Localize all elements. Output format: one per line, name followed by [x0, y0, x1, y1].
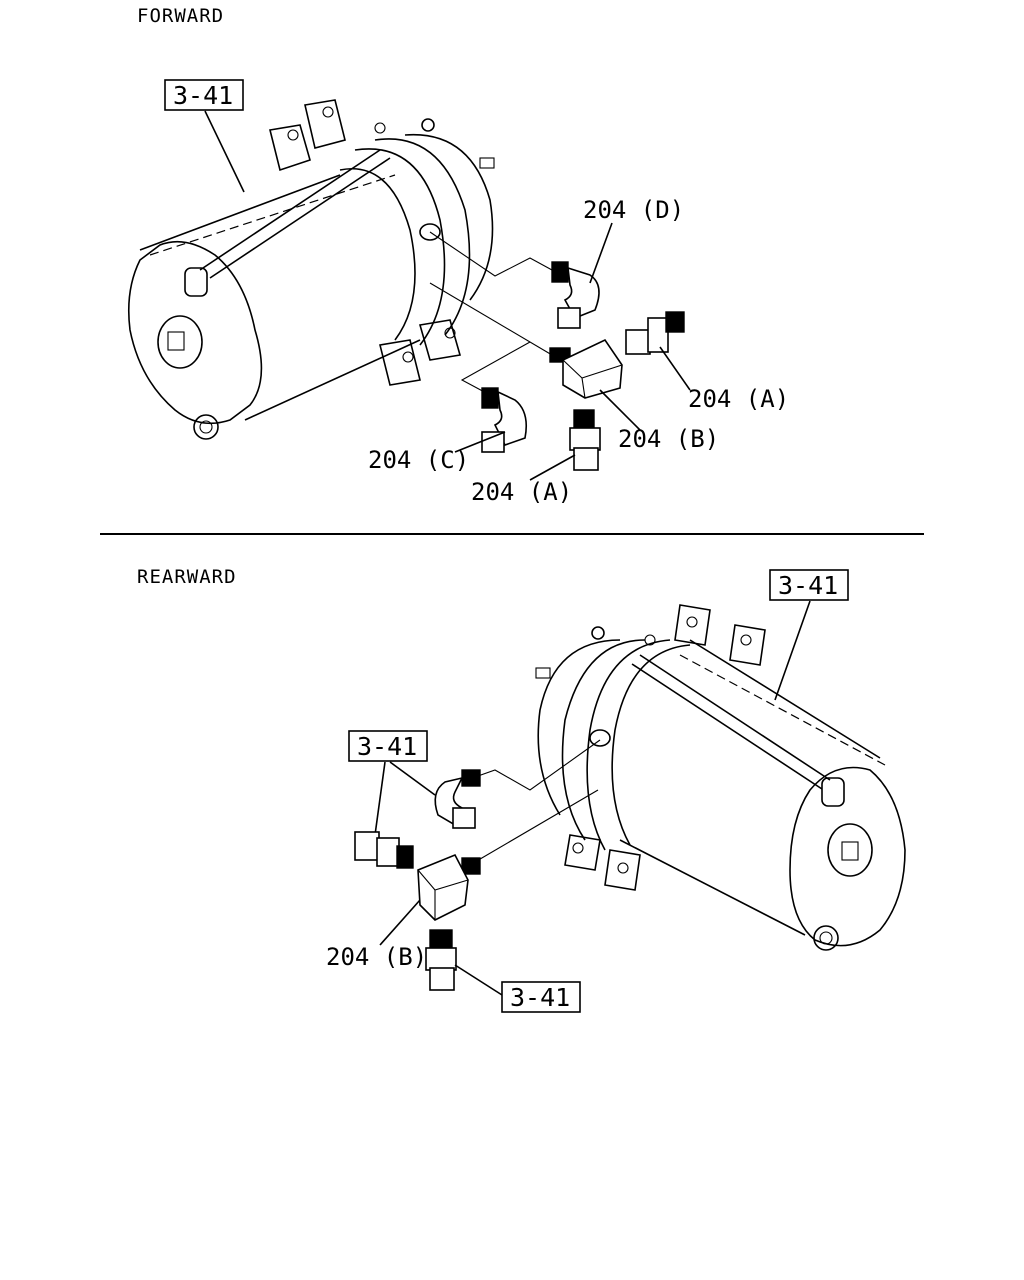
forward-ref-label: 3-41	[173, 81, 233, 110]
forward-label-204a-right: 204 (A)	[688, 385, 789, 413]
forward-fitting-204a-bottom[interactable]	[569, 409, 601, 471]
rearward-ref-box-bottom[interactable]: 3-41	[501, 981, 581, 1013]
rearward-ref-left-label: 3-41	[357, 732, 417, 761]
forward-label-204b: 204 (B)	[618, 425, 719, 453]
rearward-fitting-straight-bottom[interactable]	[425, 929, 457, 991]
forward-ref-box[interactable]: 3-41	[164, 79, 244, 111]
forward-leader-b	[599, 389, 641, 431]
forward-label-204a-bottom: 204 (A)	[471, 478, 572, 506]
forward-label-204d: 204 (D)	[583, 196, 684, 224]
forward-fitting-204a-right[interactable]	[625, 311, 685, 355]
rearward-ref-bottom-label: 3-41	[510, 983, 570, 1012]
forward-leader-d	[589, 222, 613, 284]
forward-line-b	[429, 282, 553, 356]
rearward-fitting-straight-left[interactable]	[354, 831, 414, 869]
rearward-ref-box-top[interactable]: 3-41	[769, 569, 849, 601]
rearward-ref-top-label: 3-41	[778, 571, 838, 600]
forward-leader-a-bottom	[529, 454, 576, 481]
rearward-ref-box-left[interactable]: 3-41	[348, 730, 428, 762]
rearward-fitting-204b[interactable]	[417, 853, 481, 921]
forward-leader-a-right	[659, 346, 691, 391]
forward-leader-c	[454, 431, 506, 453]
forward-label-204c: 204 (C)	[368, 446, 469, 474]
rearward-ref-bottom-leader	[454, 964, 503, 996]
rearward-label-204b: 204 (B)	[326, 943, 427, 971]
rearward-line-upper	[477, 739, 601, 791]
forward-compressor	[127, 99, 495, 440]
rearward-ref-top-leader	[774, 600, 811, 701]
rearward-ref-left-leader-b	[374, 761, 386, 836]
rearward-ref-left-leader-a	[389, 761, 436, 796]
forward-line-c	[460, 341, 531, 396]
forward-section-title: FORWARD	[137, 5, 224, 27]
rearward-leader-b	[379, 899, 421, 946]
rearward-line-lower	[474, 789, 599, 863]
rearward-section-title: REARWARD	[137, 566, 237, 588]
rearward-compressor	[535, 604, 906, 951]
forward-ref-leader	[204, 110, 245, 193]
forward-line-d	[429, 231, 553, 277]
rearward-fitting-elbow[interactable]	[434, 769, 481, 829]
forward-fitting-204c[interactable]	[481, 387, 528, 453]
forward-fitting-204d[interactable]	[551, 261, 600, 329]
forward-fitting-204b[interactable]	[549, 338, 623, 399]
